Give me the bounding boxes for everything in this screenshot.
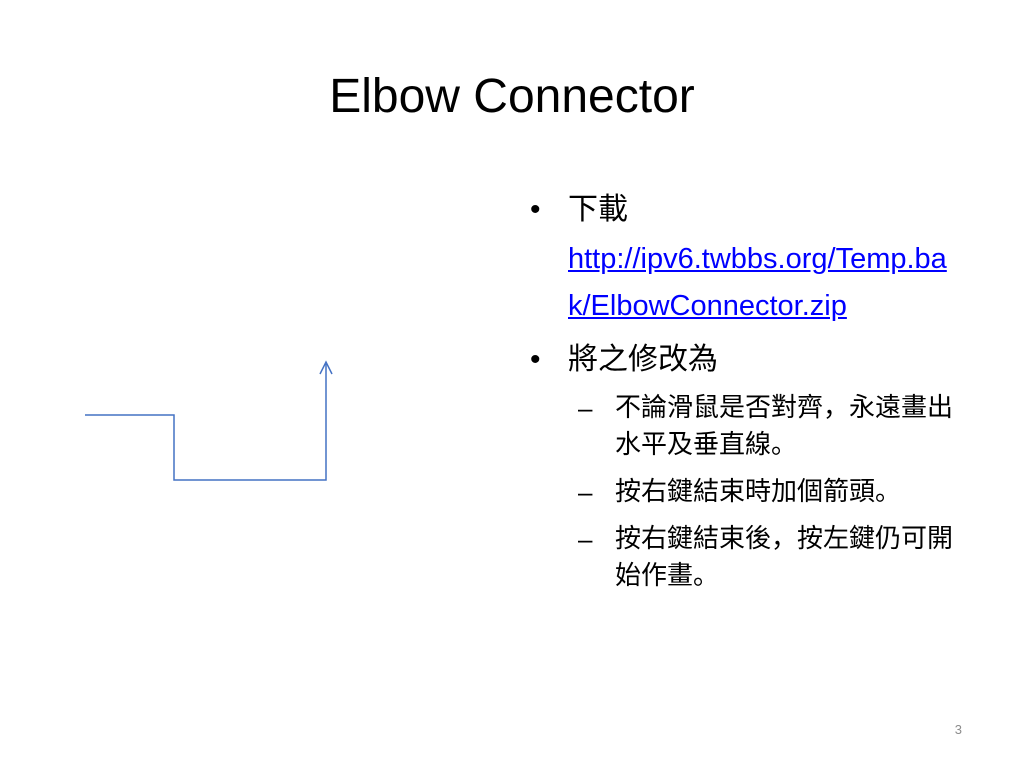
bullet-item-download: • 下載 http://ipv6.twbbs.org/Temp.bak/Elbo… [530,184,970,330]
sub-bullet-item: – 按右鍵結束時加個箭頭。 [530,474,955,511]
bullet-dot: • [530,193,541,226]
elbow-connector-line [85,364,327,481]
page-number: 3 [954,722,962,737]
sub-bullet-dash: – [578,524,593,554]
bullet-dot: • [530,343,541,376]
sub-bullet-item: – 不論滑鼠是否對齊，永遠畫出水平及垂直線。 [530,390,955,464]
bullet-list: • 下載 http://ipv6.twbbs.org/Temp.bak/Elbo… [530,184,970,605]
sub-bullet-text: 不論滑鼠是否對齊，永遠畫出水平及垂直線。 [615,393,954,460]
slide-title: Elbow Connector [329,70,695,123]
sub-bullet-text: 按右鍵結束後，按左鍵仍可開始作畫。 [615,524,954,591]
bullet-text: 下載 [568,192,628,227]
bullet-item-modify: • 將之修改為 [530,334,970,386]
bullet-text: 將之修改為 [568,342,718,377]
sub-bullet-dash: – [578,393,593,423]
sub-bullet-item: – 按右鍵結束後，按左鍵仍可開始作畫。 [530,521,955,595]
sub-bullet-text: 按右鍵結束時加個箭頭。 [615,477,902,507]
sub-bullet-dash: – [578,477,593,507]
download-link[interactable]: http://ipv6.twbbs.org/Temp.bak/ElbowConn… [568,243,947,322]
arrow-head-icon [319,360,333,375]
